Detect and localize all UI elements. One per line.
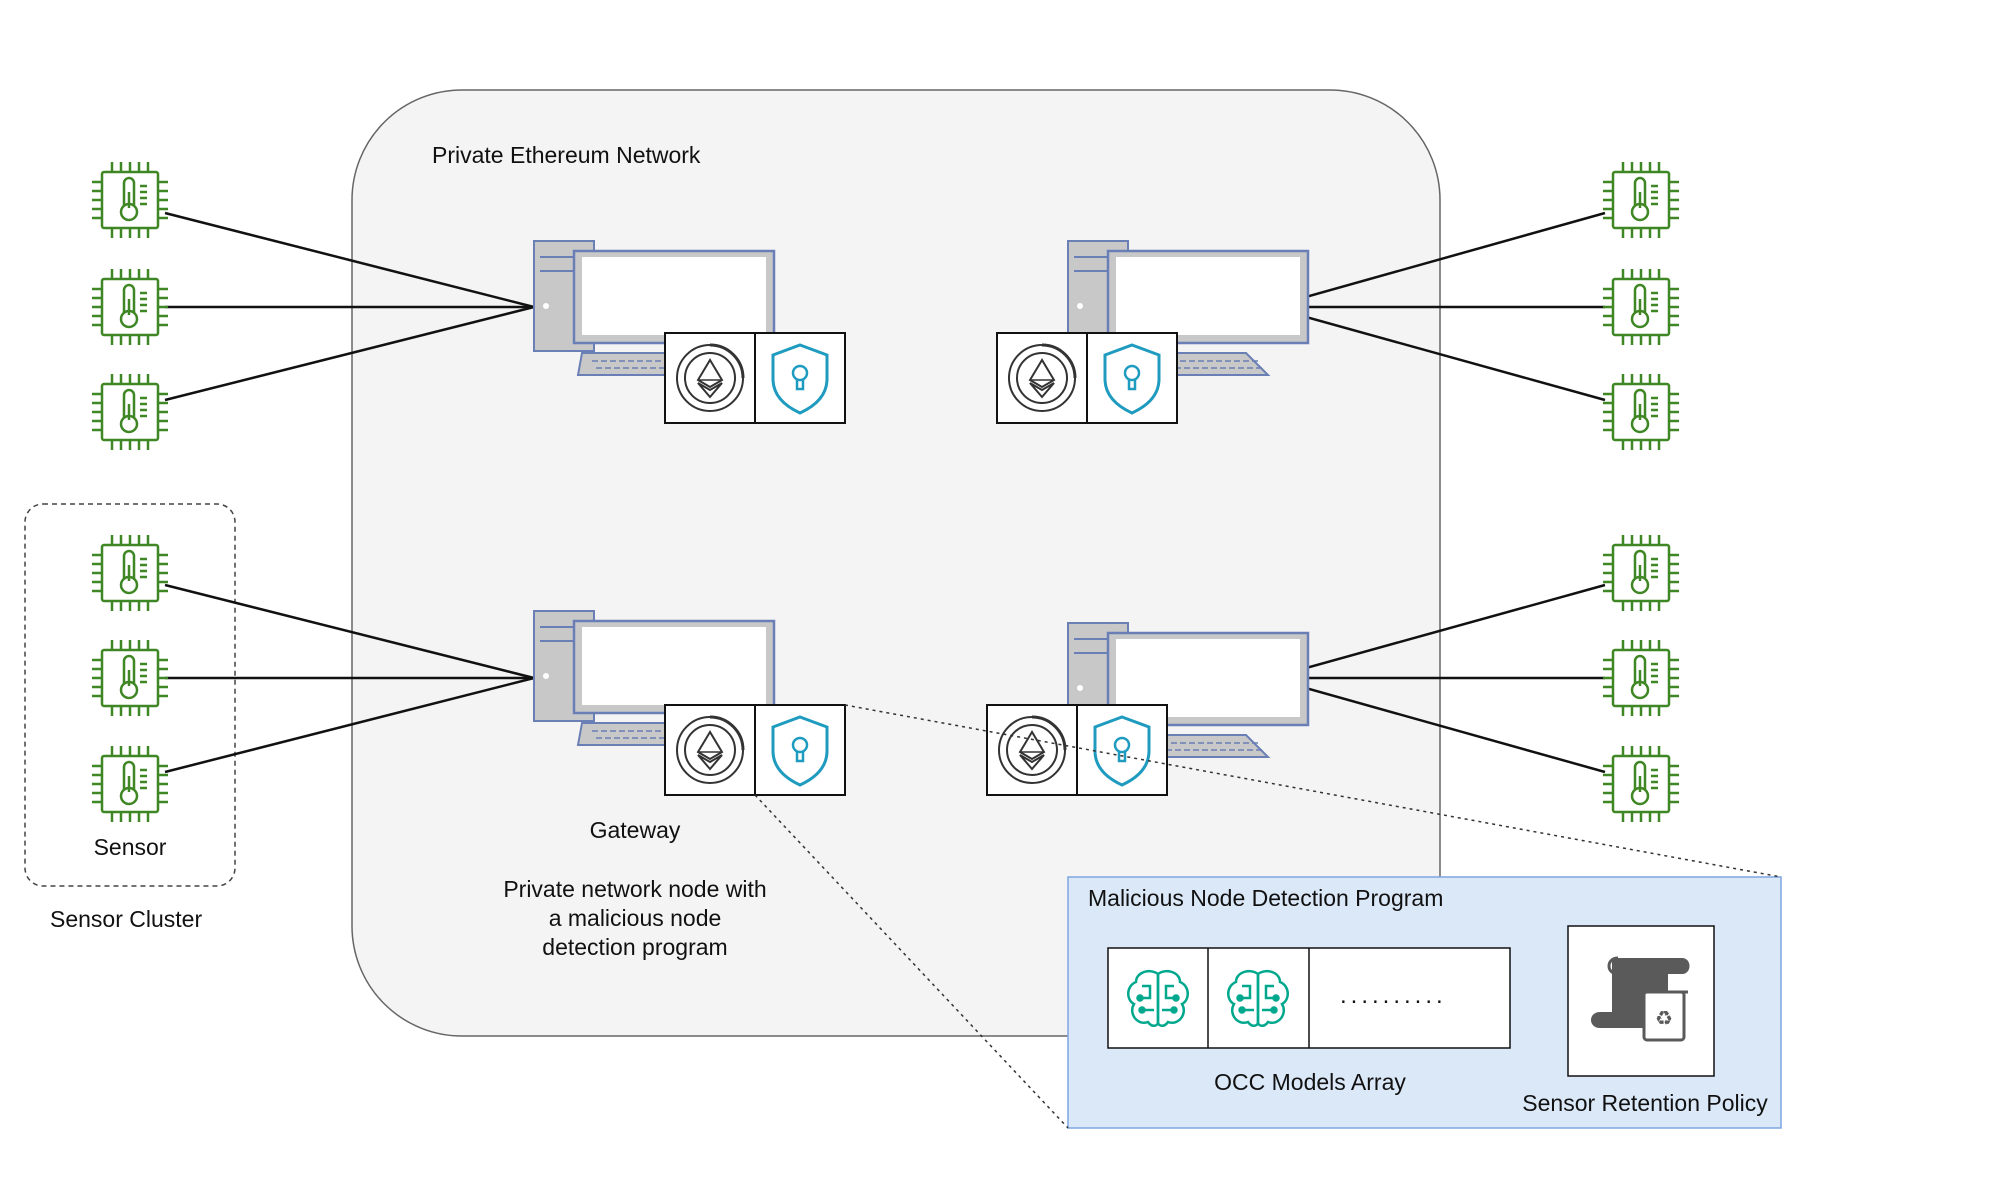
sensor-chip-icon [90, 267, 170, 347]
sensor-chip-icon [90, 638, 170, 718]
sensor-label: Sensor [93, 834, 167, 860]
sensor-chip-icon [90, 160, 170, 240]
sensor-cluster-label: Sensor Cluster [50, 906, 203, 932]
retention-scroll-icon: ♻ [1567, 925, 1715, 1077]
svg-text:♻: ♻ [1655, 1006, 1673, 1030]
ethereum-icon [663, 703, 757, 797]
ethereum-icon [985, 703, 1079, 797]
occ-models-label: OCC Models Array [1214, 1069, 1406, 1095]
sensor-chip-icon [1601, 160, 1681, 240]
sensor-chip-icon [1601, 372, 1681, 452]
sensor-chip-icon [90, 533, 170, 613]
shield-lock-icon [1085, 331, 1179, 425]
sensor-connections [164, 211, 1606, 774]
gateway-description: Private network node with a malicious no… [503, 876, 767, 960]
sensor-chip-icon [1601, 267, 1681, 347]
models-ellipsis: .......... [1340, 982, 1447, 1009]
detection-program-title: Malicious Node Detection Program [1088, 885, 1444, 911]
shield-lock-icon [1075, 703, 1169, 797]
sensor-chip-icon [90, 372, 170, 452]
network-title: Private Ethereum Network [432, 142, 701, 168]
shield-lock-icon [753, 331, 847, 425]
shield-lock-icon [753, 703, 847, 797]
ethereum-icon [663, 331, 757, 425]
callout-lines [754, 704, 1782, 1129]
retention-policy-label: Sensor Retention Policy [1522, 1090, 1768, 1116]
gateway-label: Gateway [589, 817, 681, 843]
sensor-chip-icon [1601, 533, 1681, 613]
ethereum-icon [995, 331, 1089, 425]
sensor-chip-icon [1601, 744, 1681, 824]
sensor-chip-icon [90, 744, 170, 824]
sensor-chip-icon [1601, 638, 1681, 718]
